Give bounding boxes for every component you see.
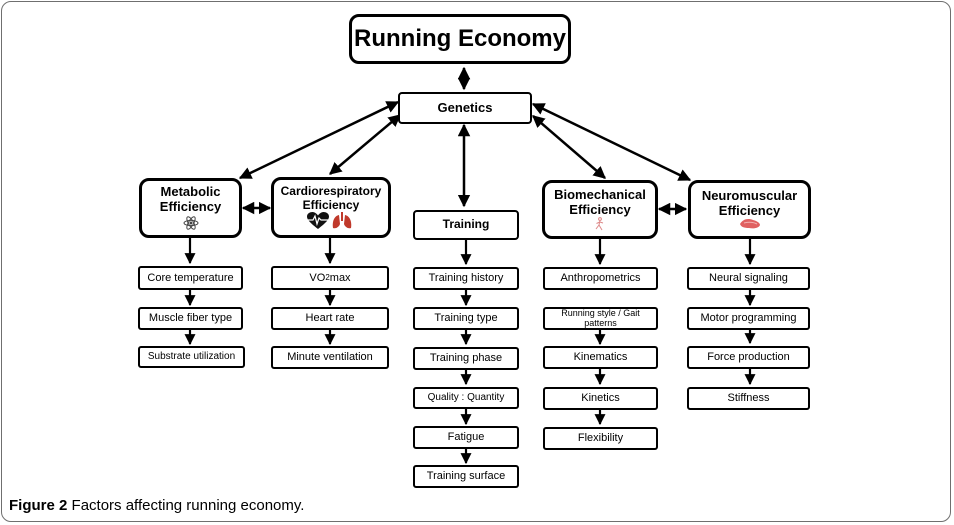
genetics-box: Genetics [398, 92, 532, 124]
muscle-fiber-type-box: Muscle fiber type [138, 307, 243, 330]
arrow-genetics-neuro [531, 102, 692, 182]
vo2-subscript: 2 [325, 273, 330, 283]
neuro-label-line2: Efficiency [718, 202, 781, 218]
quality-quantity-box: Quality : Quantity [413, 387, 519, 409]
training-phase-box: Training phase [413, 347, 519, 370]
diagram-title: Running Economy [349, 14, 571, 64]
vo2-suffix: max [329, 271, 351, 284]
stiffness-box: Stiffness [687, 387, 810, 410]
figure-caption: Figure 2 Factors affecting running econo… [9, 497, 304, 514]
cardio-label-line2: Efficiency [302, 197, 360, 212]
atom-icon [183, 216, 198, 230]
training-surface-box: Training surface [413, 465, 519, 488]
cardio-label-line1: Cardiorespiratory [280, 183, 382, 198]
motor-programming-box: Motor programming [687, 307, 810, 330]
metabolic-efficiency-box: Metabolic Efficiency [139, 178, 242, 238]
neural-signaling-box: Neural signaling [687, 267, 810, 290]
training-box: Training [413, 210, 519, 240]
biomech-efficiency-box: Biomechanical Efficiency [542, 180, 658, 239]
metabolic-label-line2: Efficiency [159, 199, 222, 214]
fatigue-box: Fatigue [413, 426, 519, 449]
kinematics-box: Kinematics [543, 346, 658, 369]
training-type-box: Training type [413, 307, 519, 330]
force-production-box: Force production [687, 346, 810, 369]
cardio-efficiency-box: Cardiorespiratory Efficiency [271, 177, 391, 238]
muscle-icon [739, 219, 760, 229]
arrow-genetics-cardio [329, 114, 401, 175]
running-style-box: Running style / Gait patterns [543, 307, 658, 330]
caption-text: Factors affecting running economy. [71, 497, 305, 514]
neuro-efficiency-box: Neuromuscular Efficiency [688, 180, 811, 239]
biomech-label-line2: Efficiency [569, 201, 631, 217]
arrow-genetics-biomech [532, 115, 606, 179]
arrow-genetics-metabolic [238, 100, 400, 180]
caption-label: Figure 2 [9, 497, 68, 514]
neuro-label-line1: Neuromuscular [701, 187, 798, 203]
flexibility-box: Flexibility [543, 427, 658, 450]
heart-rate-box: Heart rate [271, 307, 389, 330]
kinetics-box: Kinetics [543, 387, 658, 410]
substrate-utilization-box: Substrate utilization [138, 346, 245, 368]
metabolic-label-line1: Metabolic [160, 184, 221, 200]
vo2-prefix: VO [309, 271, 326, 284]
anthropometrics-box: Anthropometrics [543, 267, 658, 290]
heart-lungs-icon [307, 212, 352, 230]
minute-ventilation-box: Minute ventilation [271, 346, 389, 369]
training-history-box: Training history [413, 267, 519, 290]
runner-icon [595, 217, 604, 231]
core-temperature-box: Core temperature [138, 266, 243, 290]
biomech-label-line1: Biomechanical [554, 186, 646, 202]
